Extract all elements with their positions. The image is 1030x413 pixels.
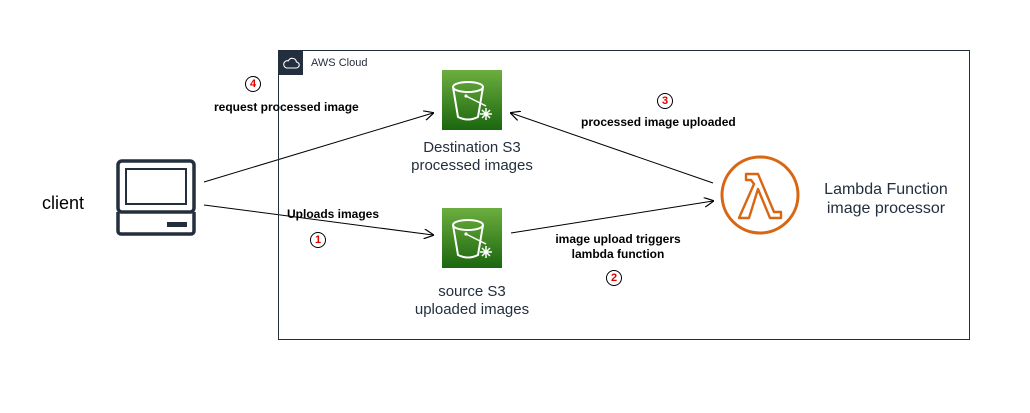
step-2-badge: 2: [606, 270, 622, 286]
destination-s3-label: Destination S3 processed images: [380, 139, 564, 175]
laptop-icon: [116, 159, 196, 236]
destination-s3-title: Destination S3: [423, 139, 521, 156]
source-s3-label: source S3 uploaded images: [380, 283, 564, 319]
lambda-subtitle: image processor: [826, 200, 946, 217]
step-1-label: Uploads images: [287, 207, 380, 221]
lambda-label: Lambda Function image processor: [806, 180, 966, 218]
step-2-label: image upload triggers lambda function: [538, 232, 698, 262]
arrow-client-to-source: [203, 204, 433, 235]
arrow-lambda-to-destination: [511, 113, 714, 184]
source-s3-subtitle: uploaded images: [414, 301, 530, 318]
destination-s3-subtitle: processed images: [411, 157, 533, 174]
aws-cloud-group: AWS Cloud: [278, 50, 970, 340]
source-s3-bucket-icon: [442, 208, 502, 268]
cloud-label: AWS Cloud: [311, 57, 368, 69]
arrow-client-to-destination: [203, 113, 433, 183]
arrow-source-to-lambda: [510, 201, 713, 234]
destination-s3-bucket-icon: [442, 70, 502, 130]
lambda-icon: [720, 155, 800, 235]
client-label: client: [42, 193, 85, 213]
step-3-label: processed image uploaded: [581, 115, 736, 129]
lambda-title: Lambda Function: [824, 181, 948, 198]
step-2-label-line2: lambda function: [571, 247, 665, 261]
cloud-icon: [279, 51, 303, 75]
step-4-badge: 4: [245, 76, 261, 92]
step-2-label-line1: image upload triggers: [555, 232, 681, 246]
source-s3-title: source S3: [438, 283, 506, 300]
step-1-badge: 1: [310, 232, 326, 248]
step-3-badge: 3: [657, 93, 673, 109]
step-4-label: request processed image: [214, 100, 359, 114]
